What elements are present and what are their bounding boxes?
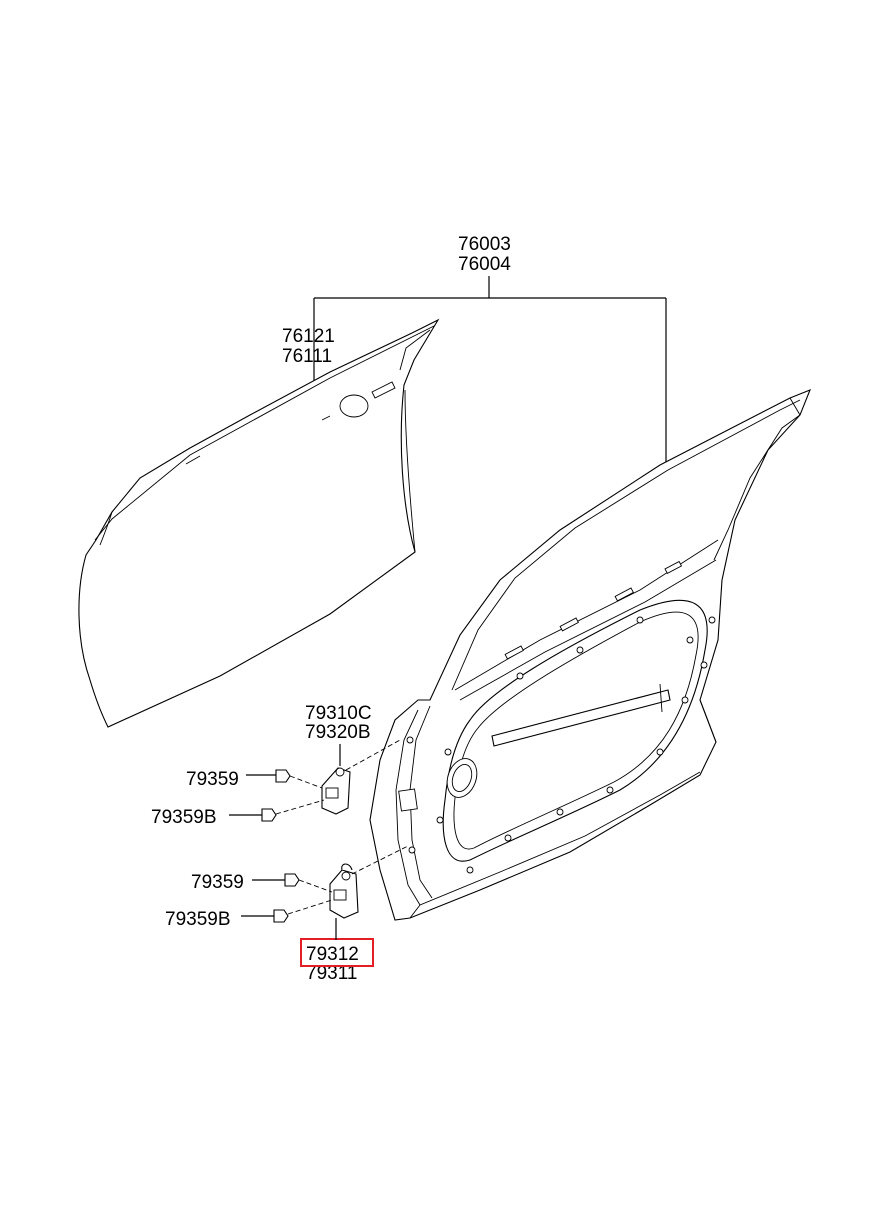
label-79311[interactable]: 79311 xyxy=(306,963,357,984)
outer-door-panel xyxy=(78,318,440,728)
label-79310C[interactable]: 79310C xyxy=(305,703,372,724)
label-group-upper-hinge: 79310C 79320B xyxy=(305,703,372,743)
label-79320B[interactable]: 79320B xyxy=(305,722,371,743)
label-79312[interactable]: 79312 xyxy=(306,944,359,965)
door-frame xyxy=(369,389,811,921)
upper-bolt-79359B xyxy=(261,799,325,822)
label-79359-upper[interactable]: 79359 xyxy=(186,769,239,790)
upper-hinge xyxy=(321,739,401,815)
leader-lines xyxy=(229,276,667,940)
label-group-outer-panel: 76121 76111 xyxy=(282,326,335,367)
label-76004[interactable]: 76004 xyxy=(458,254,511,275)
highlight-box-79312 xyxy=(300,938,374,967)
label-group-assembly: 76003 76004 xyxy=(458,234,511,275)
label-79359-lower[interactable]: 79359 xyxy=(191,872,244,893)
label-76121[interactable]: 76121 xyxy=(282,326,335,347)
lower-bolt-79359 xyxy=(284,873,333,893)
label-79359B-lower[interactable]: 79359B xyxy=(165,909,231,930)
lower-hinge xyxy=(329,845,409,919)
label-group-lower-hinge: 79312 79311 xyxy=(306,944,359,984)
lower-bolt-79359B xyxy=(273,899,333,923)
label-79359B-upper[interactable]: 79359B xyxy=(151,807,217,828)
label-76111[interactable]: 76111 xyxy=(282,346,332,367)
upper-bolt-79359 xyxy=(275,769,323,789)
label-76003[interactable]: 76003 xyxy=(458,234,511,255)
